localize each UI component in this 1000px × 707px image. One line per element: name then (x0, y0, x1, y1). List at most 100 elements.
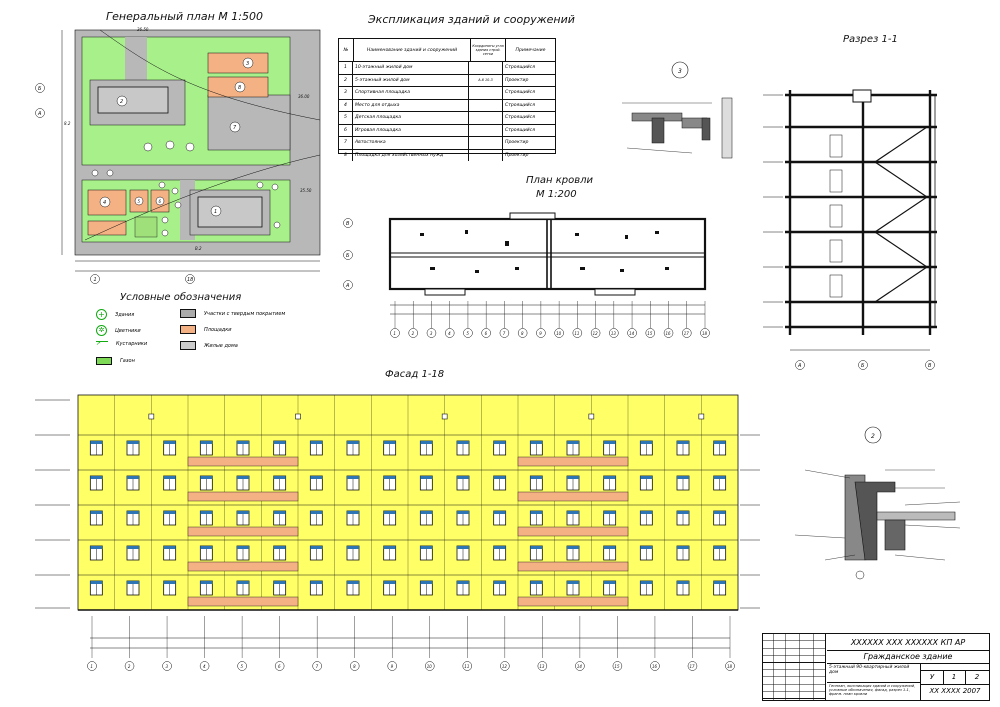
stamp-contents: Генплан, экспликация зданий и сооружений… (827, 683, 921, 700)
window-transom (603, 581, 616, 584)
section-axis-b: Б (861, 363, 865, 369)
roof-axis-bubble (682, 328, 692, 338)
window-transom (530, 581, 543, 584)
roof-axis-bubble (700, 328, 710, 338)
roof-axis-label: 11 (574, 331, 579, 336)
roof-axis-bubble (590, 328, 601, 338)
roof-axis-label: 10 (556, 331, 562, 336)
roof-axis-label: 13 (611, 331, 617, 336)
attic-window (441, 413, 448, 420)
table-cell: Проектир (505, 140, 529, 146)
roof-axis-label: 1 (393, 331, 396, 336)
table-cell: 5 (339, 112, 353, 124)
window-transom (603, 441, 616, 444)
window-transom (420, 546, 433, 549)
dim-right-top: 36.00 (298, 94, 310, 99)
site-plan-title: Генеральный план М 1:500 (106, 10, 263, 23)
legend-flowers: ✲ Цветники (96, 325, 141, 336)
shrub-icon: ↗ (96, 341, 108, 347)
window-transom (163, 546, 176, 549)
window-transom (493, 511, 506, 514)
table-cell (469, 137, 503, 149)
roof-axis-bubble (536, 328, 546, 338)
table-cell: Игровая площадка (353, 124, 469, 136)
facade-axis-label: 15 (614, 664, 620, 669)
window-transom (310, 476, 323, 479)
roof-axis-bubble (408, 328, 418, 338)
facade-axis-label: 18 (727, 664, 733, 669)
window-transom (237, 581, 249, 584)
roof-axis-bubble (499, 328, 510, 338)
window-transom (200, 581, 213, 584)
table-header: № Наименование зданий и сооружений Коорд… (339, 39, 555, 62)
col-name: Наименование зданий и сооружений (354, 39, 471, 61)
window-transom (457, 511, 469, 514)
table-cell: Детская площадка (353, 112, 469, 124)
roof-axis-label: 16 (666, 331, 672, 336)
roof-axis-bubble (645, 328, 656, 338)
window-transom (273, 441, 286, 444)
roof-axis-label: 2 (412, 331, 415, 336)
facade-axis-label: 16 (652, 664, 658, 669)
axis-18-label: 18 (187, 277, 193, 283)
roof-axis-bubble (517, 328, 528, 338)
window-transom (677, 511, 689, 514)
roof-axis-label: 18 (702, 331, 708, 336)
window-transom (127, 581, 139, 584)
explication-table: № Наименование зданий и сооружений Коорд… (338, 38, 556, 161)
window-transom (273, 511, 286, 514)
legend-label: Кустарники (116, 341, 148, 347)
table-cell: Строящийся (505, 127, 535, 133)
table-cell (469, 87, 503, 99)
window-transom (420, 441, 433, 444)
stamp-code: XXXXXX XXX XXXXXX КП АР (827, 636, 989, 651)
roof-axis-label: 3 (430, 331, 433, 336)
attic-window (148, 413, 155, 420)
facade-axis-label: 5 (241, 664, 244, 669)
window-transom (310, 581, 323, 584)
facade-axis-label: 14 (577, 664, 583, 669)
window-transom (310, 511, 323, 514)
window-transom (640, 511, 653, 514)
window-transom (237, 476, 249, 479)
table-cell: Автостоянка (353, 137, 469, 149)
roof-plan-scale: М 1:200 (536, 189, 577, 200)
table-cell: 6 (339, 124, 353, 136)
table-cell: Проектир (505, 77, 529, 83)
window-transom (677, 581, 689, 584)
window-transom (237, 546, 249, 549)
legend-houses: Жилые дома (180, 341, 238, 350)
window-transom (603, 476, 616, 479)
facade-axis-bubble (124, 661, 135, 671)
window-transom (457, 441, 469, 444)
table-cell: Строящийся (505, 65, 535, 71)
legend-label: Цветники (115, 327, 141, 334)
facade-axis-label: 2 (128, 664, 131, 669)
window-transom (567, 581, 579, 584)
roof-axis-bubble (554, 328, 564, 338)
facade-axis-bubble (537, 661, 548, 671)
window-transom (200, 511, 213, 514)
table-cell: Строящийся (505, 90, 535, 96)
window-transom (567, 511, 579, 514)
facade-axis-bubble (274, 661, 285, 671)
window-transom (677, 546, 689, 549)
window-transom (603, 546, 616, 549)
facade-axis-bubble (650, 661, 660, 671)
roof-axis-bubble (463, 328, 473, 338)
table-cell: 7 (339, 137, 353, 149)
table-cell (469, 149, 503, 161)
window-transom (347, 441, 359, 444)
window-transom (383, 581, 396, 584)
window-transom (457, 476, 469, 479)
roof-axis-label: 14 (629, 331, 635, 336)
window-transom (420, 581, 433, 584)
section-axis-v: В (928, 363, 932, 369)
block-5-label: 5 (138, 199, 141, 204)
legend-title: Условные обозначения (120, 292, 242, 303)
table-cell (469, 124, 503, 136)
window-transom (383, 441, 396, 444)
col-num: № (339, 39, 354, 61)
